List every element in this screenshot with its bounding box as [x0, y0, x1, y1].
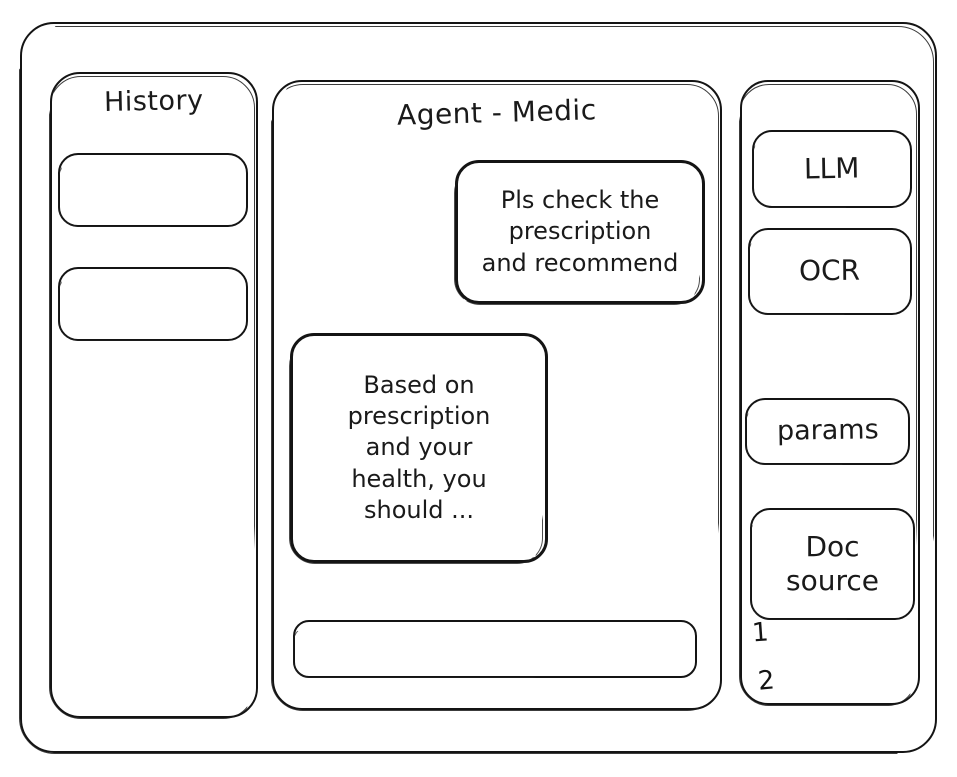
doc-source-item-label: 1 [750, 617, 770, 649]
agent-title-text: Agent - Medic [396, 93, 598, 132]
user-message-line: Pls check the [500, 186, 660, 215]
user-message-line: and recommend [481, 248, 679, 277]
agent-message-line: Based on [363, 371, 475, 400]
agent-conversation-panel [272, 80, 722, 710]
tools-panel [740, 80, 920, 705]
agent-message-line: health, you [351, 464, 487, 493]
message-input[interactable] [293, 620, 697, 678]
tool-params-button[interactable]: params [745, 398, 910, 465]
doc-source-label-line: source [786, 564, 879, 597]
history-panel [50, 72, 258, 718]
tool-params-label: params [776, 414, 879, 447]
agent-message-bubble: Based on prescription and your health, y… [290, 333, 548, 563]
user-message-bubble: Pls check the prescription and recommend [455, 160, 705, 304]
doc-source-item-label: 2 [756, 665, 776, 697]
page-title: Agent - Medic [272, 93, 722, 132]
tool-doc-source-button[interactable]: Doc source [750, 508, 915, 620]
agent-message-line: prescription [347, 402, 491, 431]
doc-source-list-item[interactable]: 2 [756, 665, 776, 697]
history-title-text: History [103, 84, 205, 119]
history-list-item[interactable] [58, 267, 248, 341]
tool-ocr-label: OCR [799, 254, 861, 288]
history-panel-title: History [50, 84, 258, 119]
agent-message-line: should ... [363, 495, 475, 524]
history-list-item[interactable] [58, 153, 248, 227]
tool-llm-button[interactable]: LLM [752, 130, 912, 208]
user-message-line: prescription [508, 217, 652, 246]
tool-ocr-button[interactable]: OCR [748, 228, 912, 315]
tool-llm-label: LLM [804, 151, 860, 186]
agent-message-line: and your [365, 433, 473, 462]
doc-source-label-line: Doc [805, 529, 860, 563]
app-window-frame [20, 22, 937, 753]
doc-source-list-item[interactable]: 1 [750, 617, 770, 649]
